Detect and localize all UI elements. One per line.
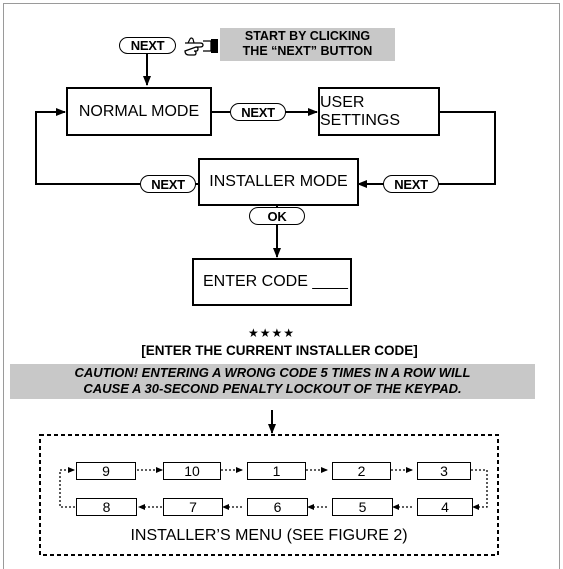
next-button-installer-to-normal[interactable]: NEXT <box>140 175 196 193</box>
menu-item-7[interactable]: 7 <box>163 498 223 516</box>
menu-item-10[interactable]: 10 <box>163 462 221 480</box>
caution-note: CAUTION! ENTERING A WRONG CODE 5 TIMES I… <box>10 364 535 399</box>
code-stars: ★★★★ <box>248 326 296 340</box>
menu-arrow-3-4 <box>471 469 488 510</box>
menu-arrow-8-9 <box>59 467 75 508</box>
next-button-start[interactable]: NEXT <box>119 37 176 54</box>
menu-item-9[interactable]: 9 <box>76 462 136 480</box>
installer-mode-box: INSTALLER MODE <box>198 158 359 206</box>
ok-button[interactable]: OK <box>249 207 305 225</box>
normal-mode-box: NORMAL MODE <box>66 87 212 136</box>
diagram-frame <box>3 3 560 569</box>
start-hint-line2: THE “NEXT” BUTTON <box>242 44 373 58</box>
user-settings-box: USER SETTINGS <box>318 87 440 136</box>
menu-item-5[interactable]: 5 <box>332 498 393 516</box>
line-user-to-installer <box>438 111 496 185</box>
menu-item-4[interactable]: 4 <box>417 498 473 516</box>
caution-line1: CAUTION! ENTERING A WRONG CODE 5 TIMES I… <box>74 365 471 380</box>
start-hint: START BY CLICKING THE “NEXT” BUTTON <box>220 28 395 61</box>
menu-caption: INSTALLER’S MENU (SEE FIGURE 2) <box>130 527 408 544</box>
menu-frame <box>39 434 499 556</box>
menu-item-3[interactable]: 3 <box>417 462 471 480</box>
caution-line2: CAUSE A 30-SECOND PENALTY LOCKOUT OF THE… <box>83 381 462 396</box>
pointing-hand-icon <box>184 34 220 56</box>
menu-item-6[interactable]: 6 <box>247 498 308 516</box>
next-button-user-to-installer[interactable]: NEXT <box>383 175 439 193</box>
menu-item-1[interactable]: 1 <box>247 462 306 480</box>
arrow-installer-to-normal <box>35 108 140 185</box>
start-hint-line1: START BY CLICKING <box>244 29 371 43</box>
menu-item-8[interactable]: 8 <box>76 498 137 516</box>
next-button-normal-to-user[interactable]: NEXT <box>230 103 286 121</box>
menu-item-2[interactable]: 2 <box>332 462 391 480</box>
code-instruction: [ENTER THE CURRENT INSTALLER CODE] <box>141 343 418 358</box>
enter-code-box: ENTER CODE ____ <box>192 258 352 306</box>
